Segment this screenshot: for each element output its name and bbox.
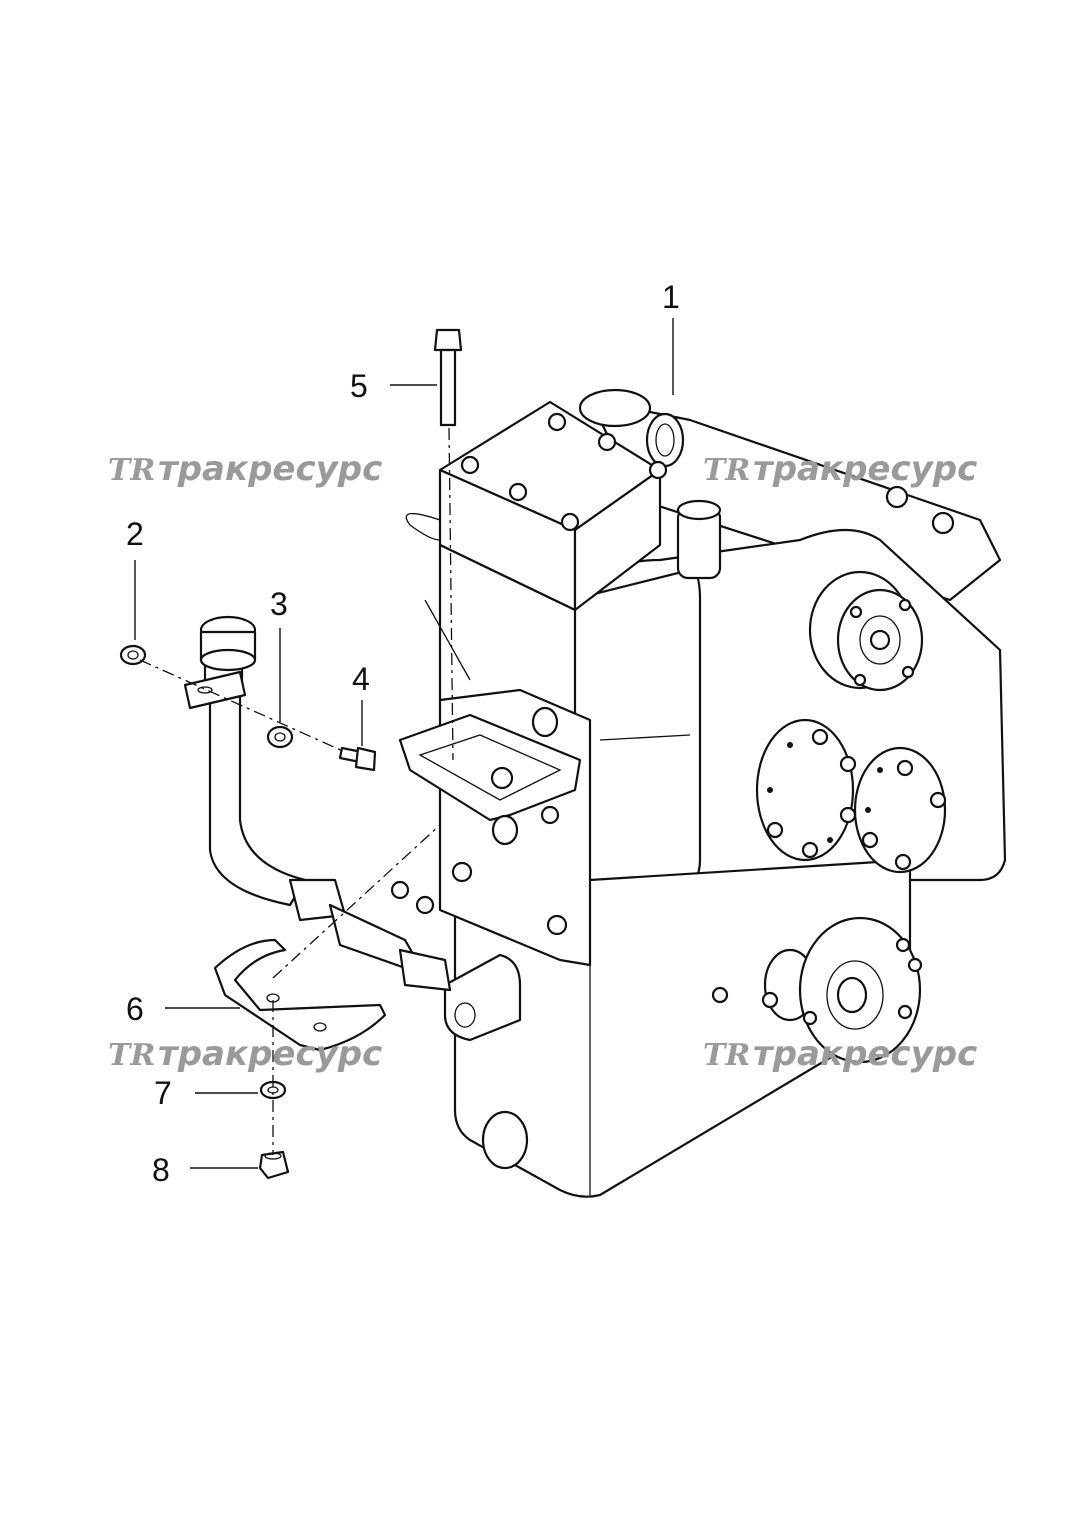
gearbox-housing	[390, 388, 1007, 1198]
watermark-text: тракресурс	[158, 449, 382, 489]
watermark-top-left: TR тракресурс	[108, 449, 382, 489]
callout-1: 1	[662, 279, 680, 315]
part-8-nut	[258, 1150, 290, 1180]
assembly-lines	[139, 427, 454, 1155]
leader-lines	[134, 318, 674, 1169]
callout-7: 7	[154, 1075, 172, 1111]
callout-3: 3	[270, 586, 288, 622]
callout-2: 2	[126, 516, 144, 552]
filler-tube-assembly	[183, 615, 452, 992]
watermark-bottom-left: TR тракресурс	[108, 1034, 382, 1074]
round-cover-2	[853, 746, 947, 874]
part-5-long-bolt	[433, 328, 463, 427]
callout-6: 6	[126, 991, 144, 1027]
watermark-text: тракресурс	[753, 1034, 977, 1074]
watermark-bottom-right: TR тракресурс	[703, 1034, 977, 1074]
part-2-washer	[119, 644, 147, 666]
watermark-logo: TR	[108, 453, 155, 488]
callout-8: 8	[152, 1152, 170, 1188]
watermark-logo: TR	[108, 1038, 155, 1073]
round-cover-1	[755, 718, 857, 862]
callout-4: 4	[352, 661, 370, 697]
watermark-top-right: TR тракресурс	[703, 449, 977, 489]
watermark-text: тракресурс	[158, 1034, 382, 1074]
watermark-logo: TR	[703, 1038, 750, 1073]
part-4-bolt	[338, 746, 377, 772]
callout-labels: 1 2 3 4 5 6 7 8	[126, 279, 680, 1188]
callout-5: 5	[350, 368, 368, 404]
watermark-logo: TR	[703, 453, 750, 488]
part-3-washer	[266, 725, 294, 749]
flange-lower-right	[763, 916, 923, 1064]
flange-upper-right	[808, 570, 924, 692]
watermark-text: тракресурс	[753, 449, 977, 489]
